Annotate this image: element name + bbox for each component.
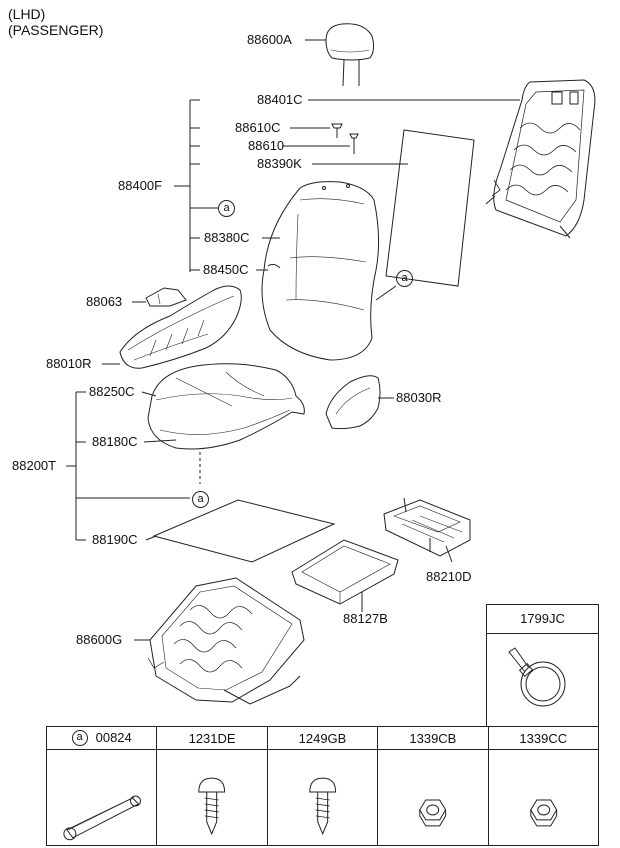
ref-marker-a-cushion: a (192, 491, 209, 508)
callout-bracket-88400F (174, 99, 214, 272)
backrest-frame-drawing (308, 79, 596, 239)
part-code-1339CB: 1339CB (377, 726, 489, 750)
parts-table-images (45, 749, 600, 846)
part-code-1799JC: 1799JC (487, 605, 598, 634)
side-cover-drawing (325, 375, 394, 430)
label-88450C: 88450C (203, 262, 249, 277)
part-image-1249GB (266, 749, 379, 846)
ref-marker-a-table: a (71, 730, 88, 747)
ref-marker-a-backrest-cover: a (396, 270, 413, 287)
label-88200T: 88200T (12, 458, 57, 473)
side-shield-drawing (102, 285, 242, 369)
bolts-drawing (282, 123, 359, 154)
part-image-1231DE (156, 749, 268, 846)
label-88190C: 88190C (92, 532, 138, 547)
parts-table-header: a 00824 1231DE 1249GB 1339CB 1339CC (45, 726, 600, 750)
label-88401C: 88401C (257, 92, 303, 107)
label-88400F: 88400F (118, 178, 163, 193)
label-88010R: 88010R (46, 356, 92, 371)
backrest-pad-drawing (312, 129, 475, 287)
part-image-00824 (45, 749, 158, 846)
storage-tray-drawing (291, 539, 399, 612)
label-88600G: 88600G (76, 632, 123, 647)
ref-marker-a-backrest: a (218, 200, 235, 217)
part-code-cell-00824: a 00824 (45, 726, 158, 750)
part-code-1339CC: 1339CC (487, 726, 600, 750)
hex-nut-icon (529, 799, 557, 827)
label-88127B: 88127B (343, 611, 388, 626)
sleeve-tube-icon (63, 795, 141, 841)
part-code-1231DE: 1231DE (156, 726, 268, 750)
parts-table: a 00824 1231DE 1249GB 1339CB 1339CC (45, 726, 600, 846)
label-88063: 88063 (86, 294, 123, 309)
part-image-1339CB (377, 749, 489, 846)
cushion-cover-drawing (141, 363, 305, 484)
label-88210D: 88210D (426, 569, 472, 584)
headrest-drawing (305, 23, 375, 87)
label-88380C: 88380C (204, 230, 250, 245)
label-88390K: 88390K (257, 156, 302, 171)
header-lhd: (LHD) (8, 6, 46, 22)
part-code-00824: 00824 (95, 729, 132, 745)
label-88610: 88610 (248, 138, 285, 153)
label-88250C: 88250C (89, 384, 135, 399)
diagram-header: (LHD) (PASSENGER) (8, 6, 103, 38)
header-passenger: (PASSENGER) (8, 22, 104, 38)
cushion-pad-drawing (145, 499, 336, 563)
part-image-1339CC (487, 749, 600, 846)
cable-tie-icon (508, 647, 566, 707)
callout-bracket-88200T (66, 391, 190, 541)
seat-frame-drawing (134, 577, 305, 705)
tray-bracket-drawing (383, 497, 471, 563)
backrest-cover-drawing (256, 181, 397, 361)
tapping-screw-icon (198, 777, 226, 836)
part-code-1249GB: 1249GB (266, 726, 379, 750)
hex-nut-icon (419, 799, 447, 827)
label-88610C: 88610C (235, 120, 281, 135)
tapping-screw-icon (309, 777, 336, 836)
label-88030R: 88030R (396, 390, 442, 405)
label-88600A: 88600A (247, 32, 292, 47)
label-88180C: 88180C (92, 434, 138, 449)
part-box-1799JC: 1799JC (486, 604, 599, 726)
